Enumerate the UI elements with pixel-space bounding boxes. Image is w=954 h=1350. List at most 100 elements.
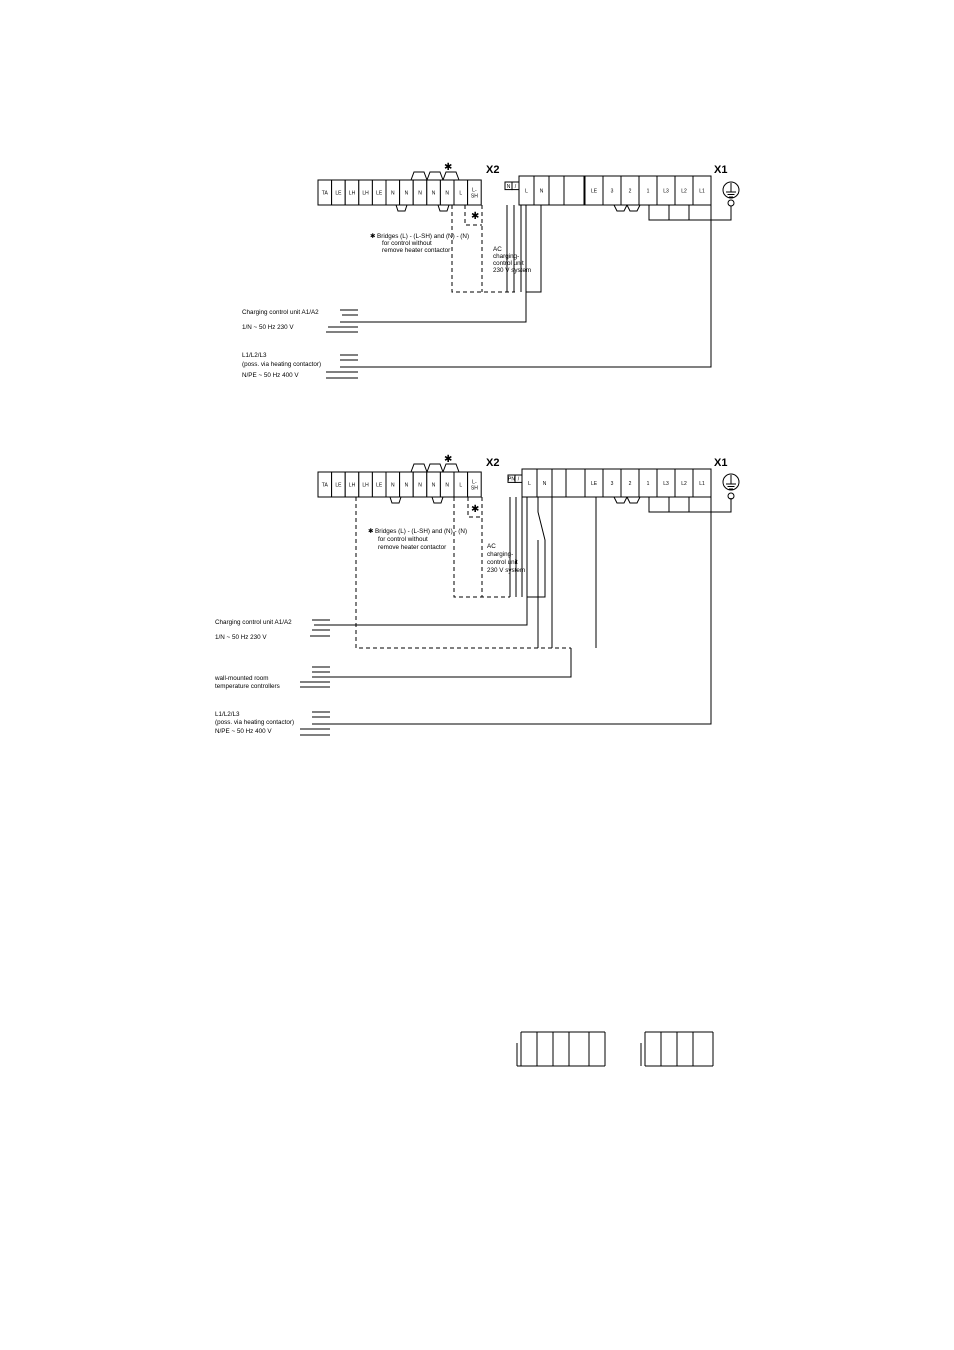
svg-text:(poss. via heating contactor): (poss. via heating contactor) bbox=[215, 719, 294, 726]
x2-terminal-label: LH bbox=[362, 483, 369, 489]
ground-terminal-icon bbox=[727, 199, 735, 207]
charging-control-label: Charging control unit A1/A2 1/N ~ 50 Hz … bbox=[215, 619, 330, 641]
x2-label: X2 bbox=[486, 457, 499, 469]
x1-bridges bbox=[613, 204, 641, 212]
asterisk-top: ✱ bbox=[444, 162, 452, 173]
x2-terminal-label: N bbox=[432, 191, 436, 197]
charging-control-wire bbox=[330, 597, 528, 626]
svg-text:N/PE ~ 50 Hz 400 V: N/PE ~ 50 Hz 400 V bbox=[215, 728, 272, 735]
svg-text:for control without: for control without bbox=[382, 240, 432, 247]
asterisk-bottom: ✱ bbox=[471, 211, 479, 222]
svg-text:AC: AC bbox=[493, 246, 502, 253]
x1-terminal-label: L2 bbox=[681, 189, 687, 195]
x2-terminal-label: N bbox=[391, 191, 395, 197]
svg-text:1/N ~ 50 Hz 230 V: 1/N ~ 50 Hz 230 V bbox=[242, 324, 294, 331]
supply-wire bbox=[330, 498, 732, 725]
svg-text:control unit: control unit bbox=[487, 559, 518, 566]
svg-text:1/N ~ 50 Hz 230 V: 1/N ~ 50 Hz 230 V bbox=[215, 634, 267, 641]
control-wires bbox=[509, 497, 523, 597]
svg-text:230 V system: 230 V system bbox=[493, 267, 531, 274]
x1-terminal-label: L2 bbox=[681, 481, 687, 487]
x2-terminal-label: N bbox=[445, 191, 449, 197]
x2-terminal-label: LH bbox=[349, 483, 356, 489]
small-terminal-label: N bbox=[507, 184, 511, 190]
x1-terminal-label: LE bbox=[591, 481, 598, 487]
ac-note: AC charging- control unit 230 V system bbox=[487, 543, 525, 574]
partial-terminal-strip bbox=[516, 1031, 714, 1067]
x2-terminal-label: N bbox=[391, 483, 395, 489]
x2-terminal-label: LH bbox=[349, 191, 356, 197]
charging-control-label: Charging control unit A1/A2 1/N ~ 50 Hz … bbox=[242, 309, 358, 333]
svg-text:L1/L2/L3: L1/L2/L3 bbox=[215, 711, 240, 718]
x1-terminal-label: L1 bbox=[699, 481, 705, 487]
dashed-bridge bbox=[467, 497, 482, 518]
x2-terminal-label: N bbox=[445, 483, 449, 489]
svg-text:Charging control unit A1/A2: Charging control unit A1/A2 bbox=[242, 309, 319, 316]
mid-terminal-label: N bbox=[543, 481, 547, 487]
x2-terminal-label: N bbox=[405, 483, 409, 489]
charging-control-wire bbox=[358, 292, 527, 323]
supply-label: L1/L2/L3 (poss. via heating contactor) N… bbox=[242, 352, 358, 379]
svg-text:(poss. via heating contactor): (poss. via heating contactor) bbox=[242, 361, 321, 368]
bridge-note: ✱ Bridges (L) - (L-SH) and (N) - (N) for… bbox=[370, 233, 469, 254]
svg-text:for control without: for control without bbox=[378, 536, 428, 543]
ln-wires bbox=[525, 205, 542, 293]
mid-terminal bbox=[551, 468, 568, 498]
x2-terminal-label: N bbox=[405, 191, 409, 197]
x1-terminal-label: L3 bbox=[663, 189, 669, 195]
ground-icon bbox=[722, 473, 740, 491]
x1-lower-box bbox=[668, 496, 690, 513]
x1-lower-box bbox=[688, 204, 712, 221]
control-wires bbox=[506, 205, 522, 292]
small-terminal-label: PN bbox=[508, 477, 515, 483]
svg-text:remove heater contactor: remove heater contactor bbox=[382, 247, 450, 254]
x2-terminal-label: L bbox=[459, 483, 462, 489]
x2-terminal-label: N bbox=[418, 483, 422, 489]
svg-text:✱ Bridges (L) - (L-SH) and (N): ✱ Bridges (L) - (L-SH) and (N) - (N) bbox=[370, 233, 469, 240]
x2-terminal-label: L- bbox=[472, 480, 477, 486]
asterisk-bottom: ✱ bbox=[471, 504, 479, 515]
mid-terminal-label: N bbox=[540, 189, 544, 195]
x1-terminal-label: 2 bbox=[629, 189, 632, 195]
svg-text:temperature controllers: temperature controllers bbox=[215, 683, 280, 690]
spacer-terminal bbox=[563, 175, 585, 206]
x1-terminal-label: 2 bbox=[629, 481, 632, 487]
x2-terminal-label: N bbox=[418, 191, 422, 197]
x1-terminal-label: L3 bbox=[663, 481, 669, 487]
svg-text:✱ Bridges (L) - (L-SH) and (N): ✱ Bridges (L) - (L-SH) and (N) - (N) bbox=[368, 528, 467, 535]
x2-terminal bbox=[467, 471, 482, 498]
mid-terminal-label: L bbox=[525, 189, 528, 195]
bottom-bridges bbox=[389, 496, 444, 504]
x1-terminal-label: 1 bbox=[647, 481, 650, 487]
ln-wires bbox=[526, 497, 546, 598]
dashed-bridge bbox=[464, 205, 482, 226]
x2-terminal-label: L bbox=[459, 191, 462, 197]
dashed-link-n bbox=[453, 497, 510, 598]
x1-lower-box bbox=[688, 496, 712, 513]
small-terminal-label: / bbox=[515, 184, 517, 190]
x1-lower-box bbox=[668, 204, 690, 221]
room-controller-wire bbox=[330, 648, 572, 678]
x1-lower-box bbox=[648, 204, 670, 221]
svg-text:Charging control unit A1/A2: Charging control unit A1/A2 bbox=[215, 619, 292, 626]
x1-terminal-label: 1 bbox=[647, 189, 650, 195]
x1-lower-box bbox=[648, 496, 670, 513]
bridge-note: ✱ Bridges (L) - (L-SH) and (N) - (N) for… bbox=[368, 528, 467, 551]
x1-bridges bbox=[613, 496, 641, 504]
ground-icon bbox=[722, 181, 740, 199]
supply-label: L1/L2/L3 (poss. via heating contactor) N… bbox=[215, 711, 330, 736]
dashed-link-n bbox=[451, 205, 515, 293]
top-bridges bbox=[410, 171, 460, 181]
x2-terminal-label: TA bbox=[322, 191, 329, 197]
x2-terminal-label: N bbox=[432, 483, 436, 489]
bottom-bridges bbox=[395, 204, 450, 212]
x2-label: X2 bbox=[486, 164, 499, 176]
ac-note: AC charging- control unit 230 V system bbox=[493, 246, 531, 274]
